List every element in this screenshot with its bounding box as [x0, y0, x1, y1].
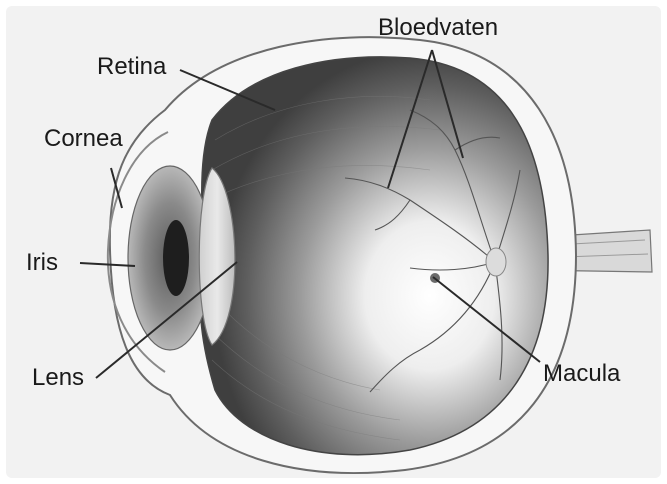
label-retina: Retina	[97, 55, 166, 79]
label-iris: Iris	[26, 251, 58, 275]
label-cornea: Cornea	[44, 127, 123, 151]
label-macula: Macula	[543, 362, 620, 386]
optic-disc	[486, 248, 506, 276]
label-lens: Lens	[32, 366, 84, 390]
label-bloedvaten: Bloedvaten	[378, 16, 498, 40]
pupil-shape	[163, 220, 189, 296]
